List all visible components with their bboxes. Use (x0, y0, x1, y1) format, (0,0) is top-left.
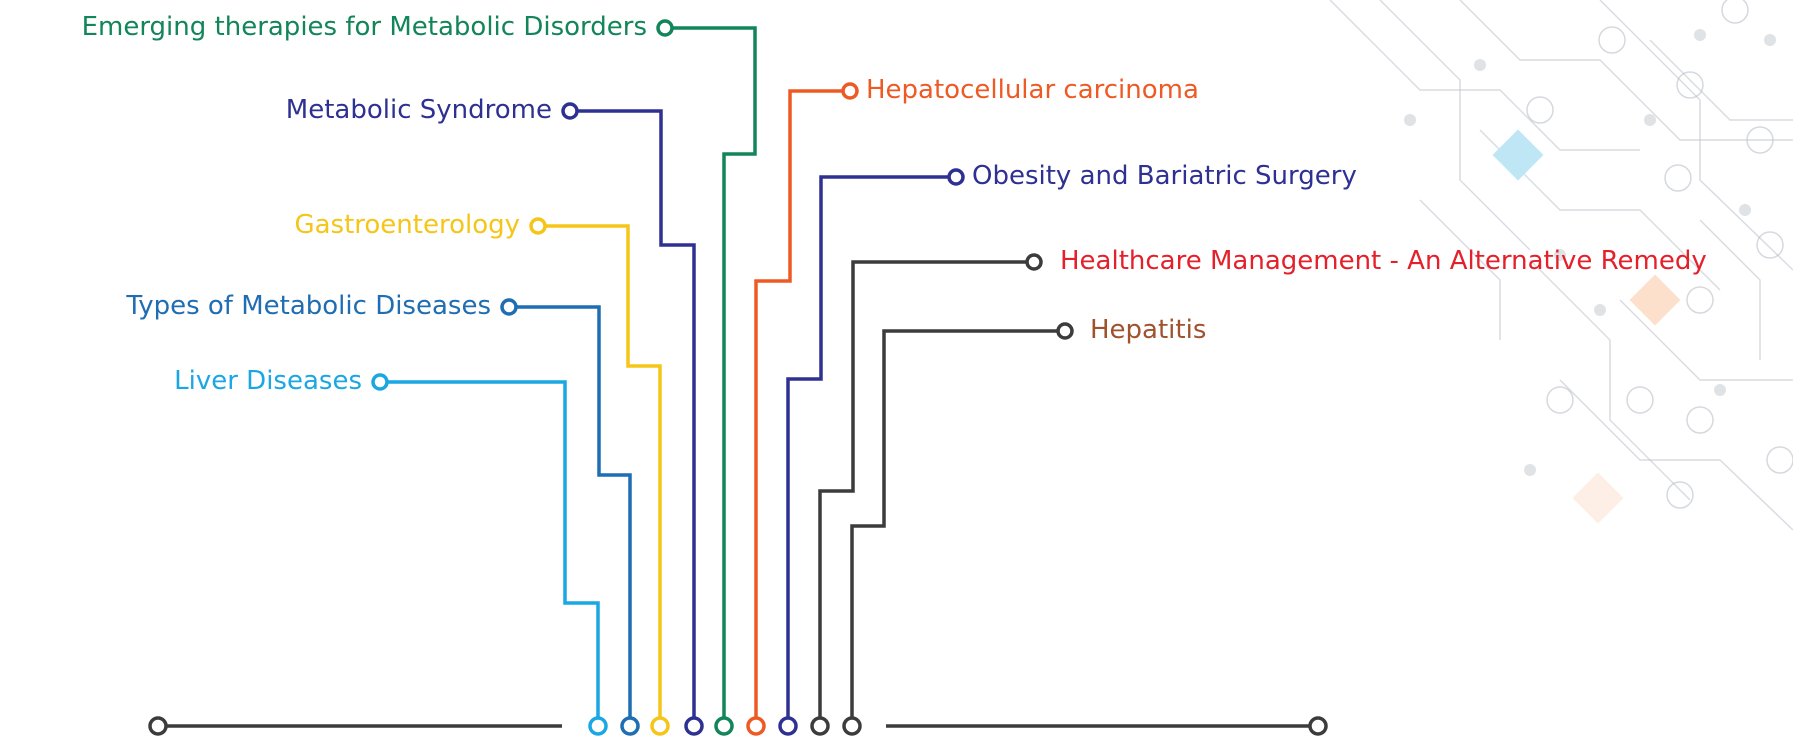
end-node-healthcare (1025, 253, 1043, 271)
base-node-liver (588, 716, 608, 736)
end-node-gastro (529, 217, 547, 235)
connector-healthcare (818, 260, 1026, 718)
decoration-dot (1714, 384, 1726, 396)
end-node-hcc (841, 82, 859, 100)
end-node-hepatitis (1056, 322, 1074, 340)
decoration-trace (1699, 219, 1761, 360)
topic-label-metabolic-syndrome[interactable]: Metabolic Syndrome (285, 95, 552, 125)
base-node-types (620, 716, 640, 736)
connector-hepatitis (850, 329, 1057, 718)
circuit-background-decoration (1329, 0, 1793, 531)
base-node-emerging (714, 716, 734, 736)
connector-obesity (786, 175, 948, 718)
end-node-syndrome (561, 102, 579, 120)
decoration-trace (1599, 0, 1793, 271)
connector-syndrome (578, 109, 696, 718)
connector-lines (371, 19, 1074, 718)
decoration-dot (1404, 114, 1416, 126)
decoration-ring (1526, 96, 1554, 124)
decoration-trace (1329, 0, 1640, 151)
topic-label-healthcare-management[interactable]: Healthcare Management - An Alternative R… (1060, 246, 1707, 276)
decoration-ring (1766, 446, 1793, 474)
decoration-trace (1419, 199, 1501, 340)
decoration-ring (1686, 286, 1714, 314)
base-node-gastro (650, 716, 670, 736)
decoration-ring (1626, 386, 1654, 414)
baseline-right-node (1308, 716, 1328, 736)
topic-label-types-of-metabolic-diseases[interactable]: Types of Metabolic Diseases (126, 291, 491, 321)
topic-label-emerging-therapies[interactable]: Emerging therapies for Metabolic Disorde… (81, 12, 647, 42)
topic-label-obesity-bariatric-surgery[interactable]: Obesity and Bariatric Surgery (972, 161, 1357, 191)
topic-label-hepatocellular-carcinoma[interactable]: Hepatocellular carcinoma (866, 75, 1199, 105)
base-node-hcc (746, 716, 766, 736)
baseline (148, 716, 1328, 736)
decoration-trace (1619, 299, 1793, 381)
decoration-dot (1474, 59, 1486, 71)
decoration-ring (1676, 71, 1704, 99)
baseline-left-node (148, 716, 168, 736)
decoration-dot (1764, 34, 1776, 46)
decoration-ring (1746, 126, 1774, 154)
decoration-trace (1649, 39, 1793, 121)
decoration-dot (1739, 204, 1751, 216)
decoration-trace (1379, 0, 1531, 251)
decoration-dot (1524, 464, 1536, 476)
decoration-dot (1554, 249, 1566, 261)
end-node-obesity (947, 168, 965, 186)
decoration-diamond (1492, 129, 1544, 181)
base-node-obesity (778, 716, 798, 736)
decoration-diamond (1629, 274, 1681, 326)
decoration-diamond (1572, 472, 1624, 524)
connector-emerging (673, 26, 757, 718)
decoration-ring (1664, 164, 1692, 192)
end-node-emerging (656, 19, 674, 37)
connector-hcc (754, 89, 842, 718)
connector-types (517, 305, 632, 718)
decoration-dot (1694, 29, 1706, 41)
decoration-ring (1598, 26, 1626, 54)
decoration-ring (1721, 0, 1749, 24)
decoration-ring (1666, 481, 1694, 509)
topic-label-liver-diseases[interactable]: Liver Diseases (174, 366, 362, 396)
decoration-dot (1594, 304, 1606, 316)
end-node-types (500, 298, 518, 316)
topic-label-hepatitis[interactable]: Hepatitis (1090, 315, 1207, 345)
decoration-dot (1644, 114, 1656, 126)
decoration-ring (1546, 386, 1574, 414)
end-node-liver (371, 373, 389, 391)
decoration-ring (1756, 231, 1784, 259)
decoration-trace (1459, 0, 1793, 141)
base-node-healthcare (810, 716, 830, 736)
base-node-syndrome (684, 716, 704, 736)
decoration-ring (1686, 406, 1714, 434)
decoration-trace (1559, 379, 1793, 531)
base-node-hepatitis (842, 716, 862, 736)
connector-gastro (546, 224, 662, 718)
topic-label-gastroenterology[interactable]: Gastroenterology (294, 210, 520, 240)
connector-liver (388, 380, 600, 718)
